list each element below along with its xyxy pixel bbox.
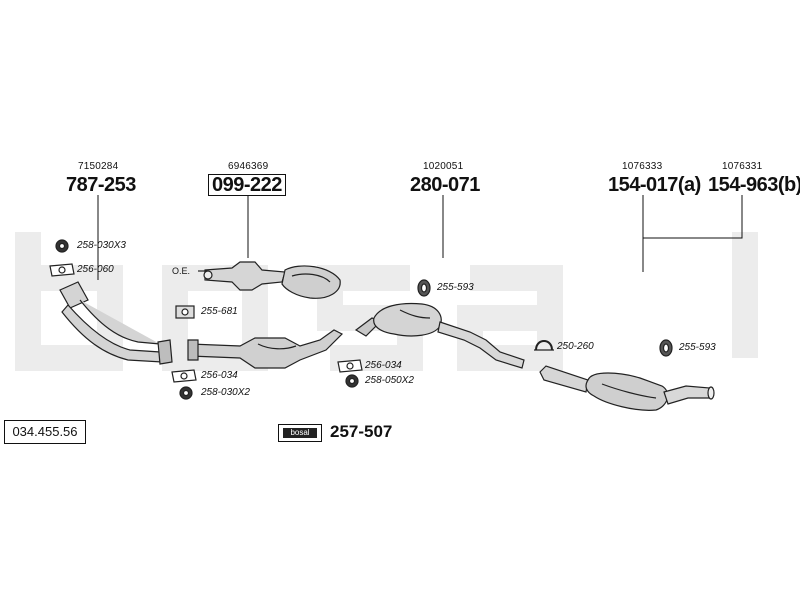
bosal-logo: bosal — [278, 424, 322, 442]
gasket-icon — [49, 263, 75, 277]
part-ref: 6946369 — [228, 161, 269, 172]
accessory-code[interactable]: 255-681 — [201, 306, 238, 317]
accessory-code[interactable]: 258-050X2 — [365, 375, 414, 386]
catalytic-converter-lower[interactable] — [187, 329, 344, 369]
part-number[interactable]: 154-017(a) — [608, 174, 701, 196]
middle-silencer-280-071[interactable] — [354, 302, 525, 369]
part-number[interactable]: 280-071 — [410, 174, 480, 196]
part-ref: 1076331 — [722, 161, 763, 172]
part-ref: 1076333 — [622, 161, 663, 172]
gasket-icon — [171, 369, 197, 383]
nut-icon — [345, 374, 359, 388]
gasket-icon — [337, 359, 363, 373]
part-number[interactable]: 154-963(b) — [708, 174, 800, 196]
accessory-code[interactable]: 256-034 — [201, 370, 238, 381]
kit-part-number[interactable]: 257-507 — [330, 422, 393, 441]
catalog-number: 034.455.56 — [4, 420, 86, 444]
oe-label: O.E. — [172, 266, 191, 276]
rear-silencer-154-017-154-963[interactable] — [539, 365, 715, 411]
clamp-icon — [534, 340, 554, 351]
front-pipe-787-253[interactable] — [59, 281, 173, 365]
part-ref: 7150284 — [78, 161, 119, 172]
accessory-code[interactable]: 256-060 — [77, 264, 114, 275]
bosal-logo-text: bosal — [283, 428, 317, 438]
accessory-code[interactable]: 258-030X2 — [201, 387, 250, 398]
rubber-ring-icon — [417, 279, 431, 297]
part-number[interactable]: 787-253 — [66, 174, 136, 196]
nut-icon — [179, 386, 193, 400]
rubber-mount-icon — [175, 305, 195, 319]
leader-154-017-154-963 — [642, 195, 743, 272]
accessory-code[interactable]: 256-034 — [365, 360, 402, 371]
part-ref: 1020051 — [423, 161, 464, 172]
accessory-code[interactable]: 250-260 — [557, 341, 594, 352]
accessory-code[interactable]: 255-593 — [679, 342, 716, 353]
accessory-code[interactable]: 255-593 — [437, 282, 474, 293]
rubber-ring-icon — [659, 339, 673, 357]
catalytic-converter-upper-099-222[interactable] — [203, 261, 341, 299]
nut-icon — [55, 239, 69, 253]
part-number[interactable]: 099-222 — [208, 174, 286, 196]
accessory-code[interactable]: 258-030X3 — [77, 240, 126, 251]
